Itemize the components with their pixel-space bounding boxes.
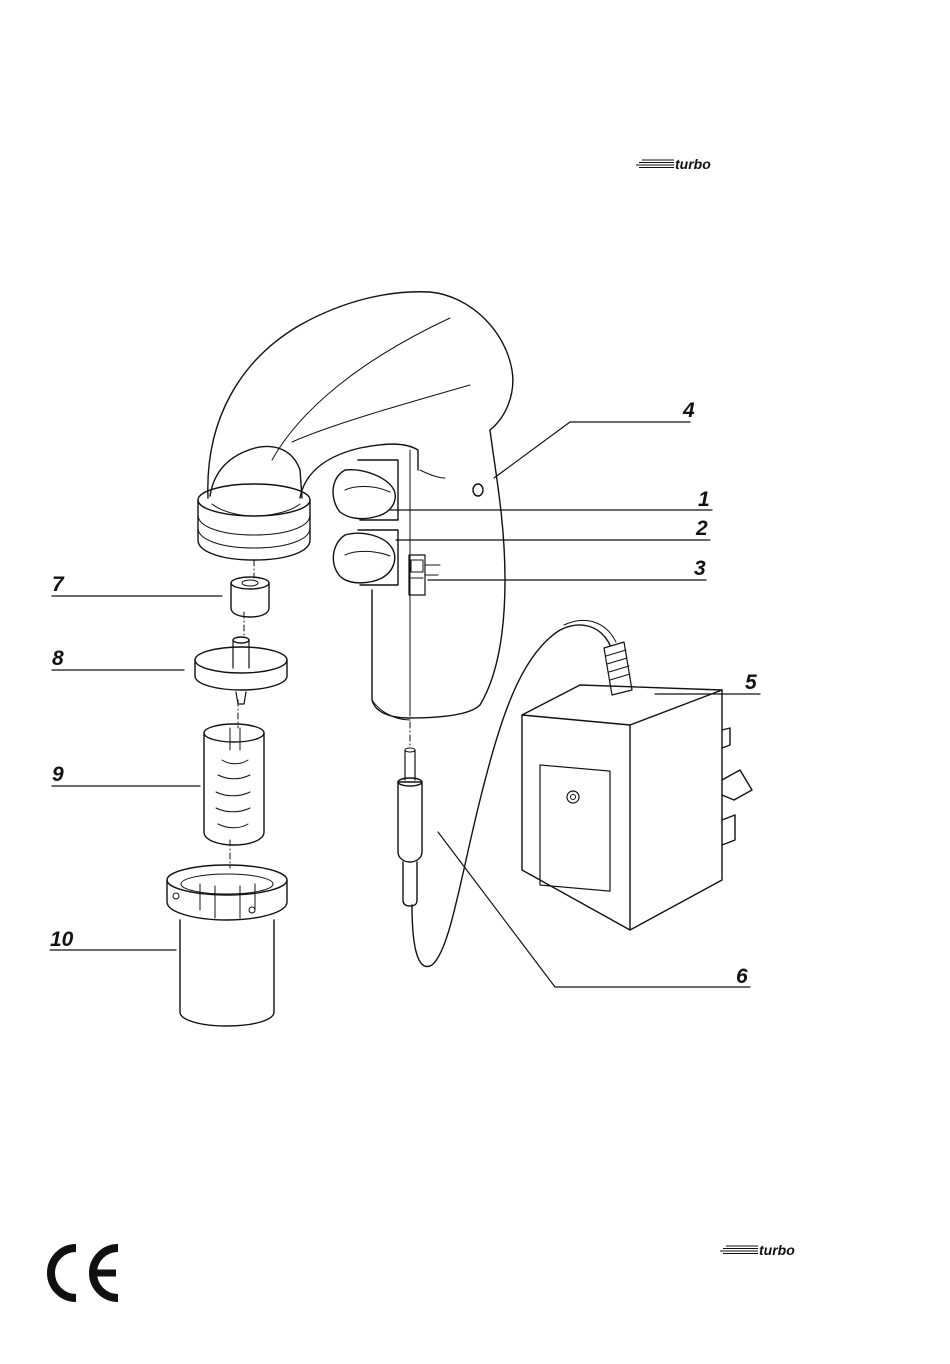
part-9-holder: [204, 724, 264, 845]
callout-9: 9: [52, 764, 64, 785]
callout-1: 1: [698, 489, 710, 510]
callout-3: 3: [694, 558, 706, 579]
callout-4: 4: [683, 400, 695, 421]
speed-lines-icon: [720, 1245, 758, 1255]
part-10-nosepiece: [167, 865, 287, 1026]
logo-text: turbo: [759, 1242, 795, 1258]
pipette-controller-body: [198, 292, 513, 720]
part-7-adapter: [231, 577, 269, 617]
callout-5: 5: [745, 672, 757, 693]
turbo-logo-bottom: turbo: [720, 1242, 795, 1258]
callout-7: 7: [52, 574, 64, 595]
leader-lines: [50, 422, 760, 987]
callout-10: 10: [50, 929, 73, 950]
assembly-axis-lines: [230, 560, 410, 868]
part-5-power-adapter: [522, 642, 752, 930]
part-8-filter: [195, 637, 287, 704]
callout-2: 2: [696, 518, 708, 539]
part-6-cable-plug: [398, 620, 616, 966]
callout-6: 6: [736, 966, 748, 987]
callout-8: 8: [52, 648, 64, 669]
ce-mark-icon: [40, 1242, 124, 1304]
